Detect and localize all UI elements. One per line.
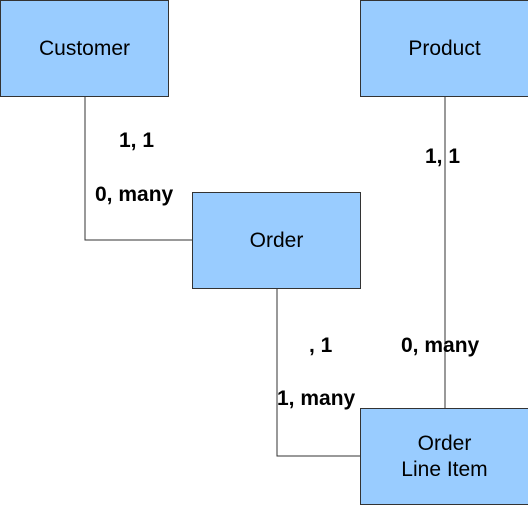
product-entity[interactable]: Product <box>360 0 528 97</box>
order-entity[interactable]: Order <box>192 192 361 289</box>
order-line-item-entity[interactable]: Order Line Item <box>360 408 528 505</box>
cardinality-line-item-from-product: 0, many <box>401 334 480 357</box>
customer-order-connector <box>84 96 193 241</box>
cardinality-order-side: , 1 <box>309 334 333 357</box>
customer-entity[interactable]: Customer <box>0 0 169 97</box>
cardinality-product-side: 1, 1 <box>425 145 461 168</box>
cardinality-order-from-customer: 0, many <box>95 183 174 206</box>
cardinality-customer-side: 1, 1 <box>119 129 155 152</box>
order-lineitem-connector <box>276 288 361 457</box>
cardinality-line-item-from-order: 1, many <box>277 387 356 410</box>
